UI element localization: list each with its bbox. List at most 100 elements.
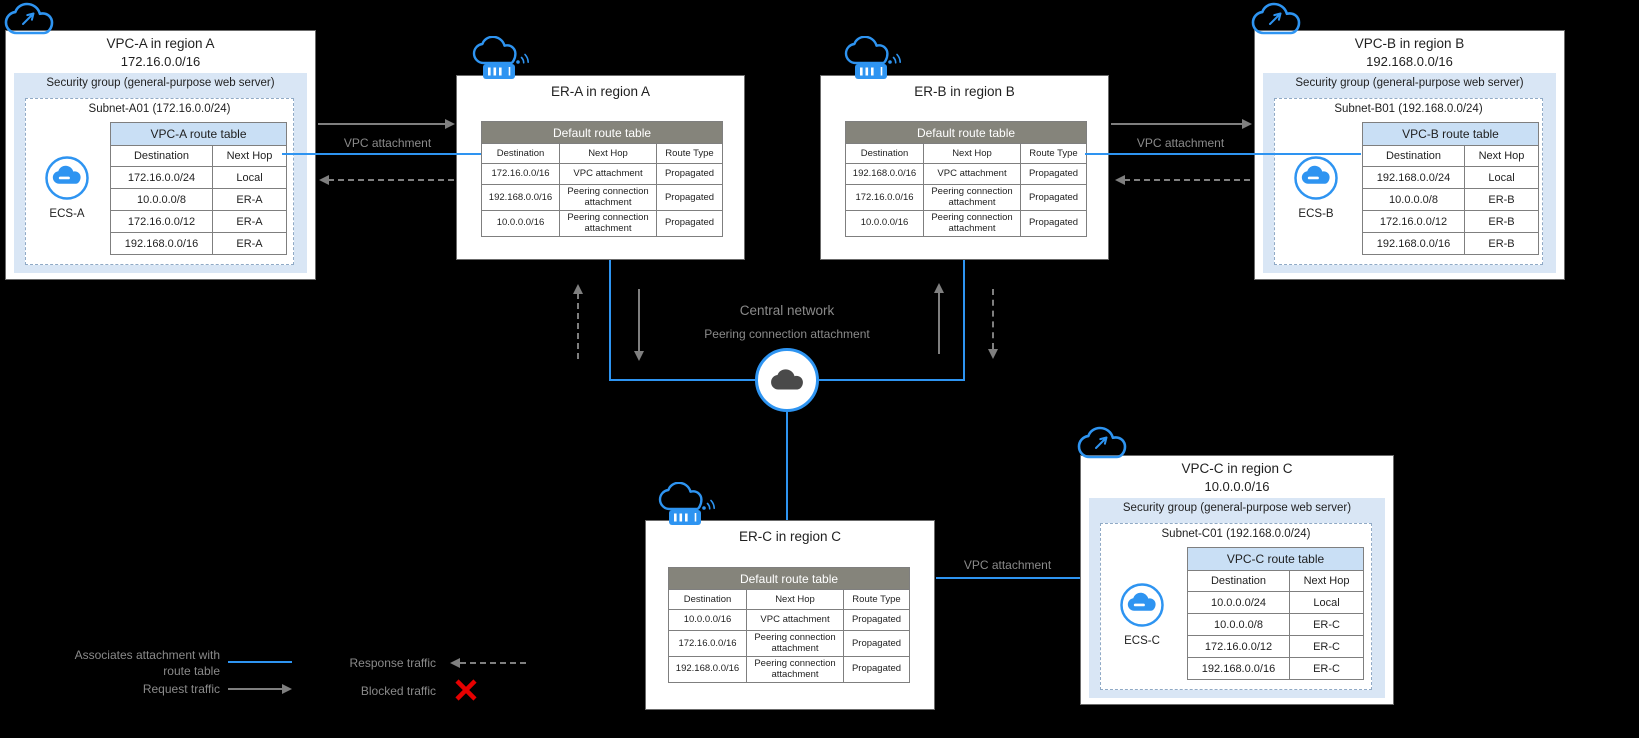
er-a-title: ER-A in region A bbox=[550, 84, 651, 99]
vpc-attachment-label-a: VPC attachment bbox=[343, 136, 432, 150]
table-cell: 10.0.0.0/16 bbox=[668, 609, 747, 631]
table-cell: 172.16.0.0/12 bbox=[110, 210, 213, 233]
table-cell: 172.16.0.0/16 bbox=[668, 630, 747, 657]
response-traffic-line-down-b bbox=[992, 289, 994, 349]
ecs-label: ECS-C bbox=[1124, 635, 1160, 647]
legend-request-line bbox=[228, 688, 282, 690]
request-arrowhead-icon bbox=[634, 351, 644, 361]
er-b-title: ER-B in region B bbox=[914, 84, 1015, 99]
security-group-label: Security group (general-purpose web serv… bbox=[1295, 77, 1524, 89]
request-traffic-line-up-b bbox=[938, 292, 940, 354]
table-cell: 192.168.0.0/16 bbox=[1187, 657, 1290, 680]
table-cell: Propagated bbox=[1019, 184, 1088, 211]
association-line-er-a-central-h bbox=[609, 379, 755, 381]
response-arrowhead-icon bbox=[573, 284, 583, 294]
subnet-label: Subnet-C01 (192.168.0.0/24) bbox=[1161, 528, 1311, 540]
vpc-b-box: VPC-B in region B 192.168.0.0/16 Securit… bbox=[1254, 30, 1565, 280]
table-cell: VPC attachment bbox=[746, 609, 844, 631]
table-cell: Propagated bbox=[842, 609, 911, 631]
legend-response-line bbox=[460, 662, 526, 664]
association-line-er-b-central-h bbox=[819, 379, 965, 381]
table-cell: Propagated bbox=[1019, 209, 1088, 237]
request-arrowhead-icon bbox=[282, 684, 292, 694]
cloud-icon bbox=[1250, 2, 1302, 38]
route-table-title: Default route table bbox=[480, 121, 724, 144]
ecs-icon bbox=[1293, 155, 1339, 201]
ecs-icon bbox=[44, 155, 90, 201]
table-cell: 192.168.0.0/24 bbox=[1362, 166, 1465, 189]
table-cell: Peering connection attachment bbox=[559, 184, 657, 211]
vpc-c-cidr: 10.0.0.0/16 bbox=[1204, 479, 1270, 494]
route-table-title: Default route table bbox=[844, 121, 1088, 144]
response-traffic-line-up-a bbox=[577, 293, 579, 359]
request-arrowhead-icon bbox=[934, 283, 944, 293]
table-cell: 10.0.0.0/24 bbox=[1187, 591, 1290, 614]
table-cell: Peering connection attachment bbox=[559, 209, 657, 237]
vpc-a-route-table: VPC-A route table Destination Next Hop 1… bbox=[110, 122, 287, 255]
vpc-b-title: VPC-B in region B bbox=[1354, 36, 1465, 51]
vpc-attachment-label-c: VPC attachment bbox=[963, 558, 1052, 572]
table-cell: 192.168.0.0/16 bbox=[481, 184, 560, 211]
central-network-subtitle: Peering connection attachment bbox=[704, 327, 870, 341]
response-traffic-line-b bbox=[1124, 179, 1250, 181]
vpc-a-subnet: Subnet-A01 (172.16.0.0/24) ECS-A VPC-A r… bbox=[25, 98, 294, 265]
er-b-route-table: Default route table Destination Next Hop… bbox=[844, 121, 1088, 237]
table-cell: 10.0.0.0/16 bbox=[481, 209, 560, 237]
table-cell: ER-A bbox=[212, 232, 287, 255]
request-arrowhead-icon bbox=[445, 119, 455, 129]
column-header: Next Hop bbox=[746, 589, 844, 610]
table-cell: VPC attachment bbox=[923, 163, 1021, 185]
association-line-er-b-central bbox=[963, 260, 965, 381]
ecs-b: ECS-B bbox=[1285, 155, 1347, 220]
response-arrowhead-icon bbox=[450, 658, 460, 668]
table-cell: ER-B bbox=[1464, 188, 1539, 211]
association-line-a bbox=[282, 153, 481, 155]
table-cell: 192.168.0.0/16 bbox=[668, 655, 747, 683]
vpc-a-cidr: 172.16.0.0/16 bbox=[120, 54, 201, 69]
vpc-c-subnet: Subnet-C01 (192.168.0.0/24) ECS-C VPC-C … bbox=[1100, 523, 1372, 690]
table-cell: 192.168.0.0/16 bbox=[845, 163, 924, 185]
column-header: Next Hop bbox=[923, 143, 1021, 164]
subnet-label: Subnet-B01 (192.168.0.0/24) bbox=[1334, 103, 1483, 115]
central-network-icon bbox=[755, 348, 819, 412]
route-table-title: Default route table bbox=[667, 567, 911, 590]
table-cell: Peering connection attachment bbox=[746, 655, 844, 683]
table-cell: Propagated bbox=[842, 630, 911, 657]
legend-blocked-label: Blocked traffic bbox=[360, 684, 436, 698]
cloud-icon bbox=[769, 368, 805, 393]
column-header: Next Hop bbox=[559, 143, 657, 164]
column-header: Destination bbox=[1187, 570, 1290, 592]
response-arrowhead-icon bbox=[1115, 175, 1125, 185]
vpc-b-route-table: VPC-B route table Destination Next Hop 1… bbox=[1362, 122, 1539, 255]
table-cell: Propagated bbox=[655, 209, 724, 237]
table-cell: 172.16.0.0/16 bbox=[481, 163, 560, 185]
route-table-title: VPC-A route table bbox=[110, 122, 287, 146]
column-header: Destination bbox=[1362, 145, 1465, 167]
table-cell: Propagated bbox=[655, 163, 724, 185]
association-line-central-er-c bbox=[786, 412, 788, 520]
response-arrowhead-icon bbox=[319, 175, 329, 185]
vpc-a-security-group: Security group (general-purpose web serv… bbox=[14, 73, 307, 273]
table-cell: 10.0.0.0/8 bbox=[1362, 188, 1465, 211]
vpc-c-title: VPC-C in region C bbox=[1181, 461, 1293, 476]
column-header: Destination bbox=[110, 145, 213, 167]
vpc-a-title: VPC-A in region A bbox=[106, 36, 215, 51]
request-traffic-line-down-a bbox=[638, 289, 640, 351]
table-cell: ER-C bbox=[1288, 657, 1365, 680]
blocked-x-icon bbox=[455, 679, 477, 701]
table-cell: ER-B bbox=[1464, 210, 1539, 233]
column-header: Next Hop bbox=[212, 145, 287, 167]
table-cell: Peering connection attachment bbox=[746, 630, 844, 657]
